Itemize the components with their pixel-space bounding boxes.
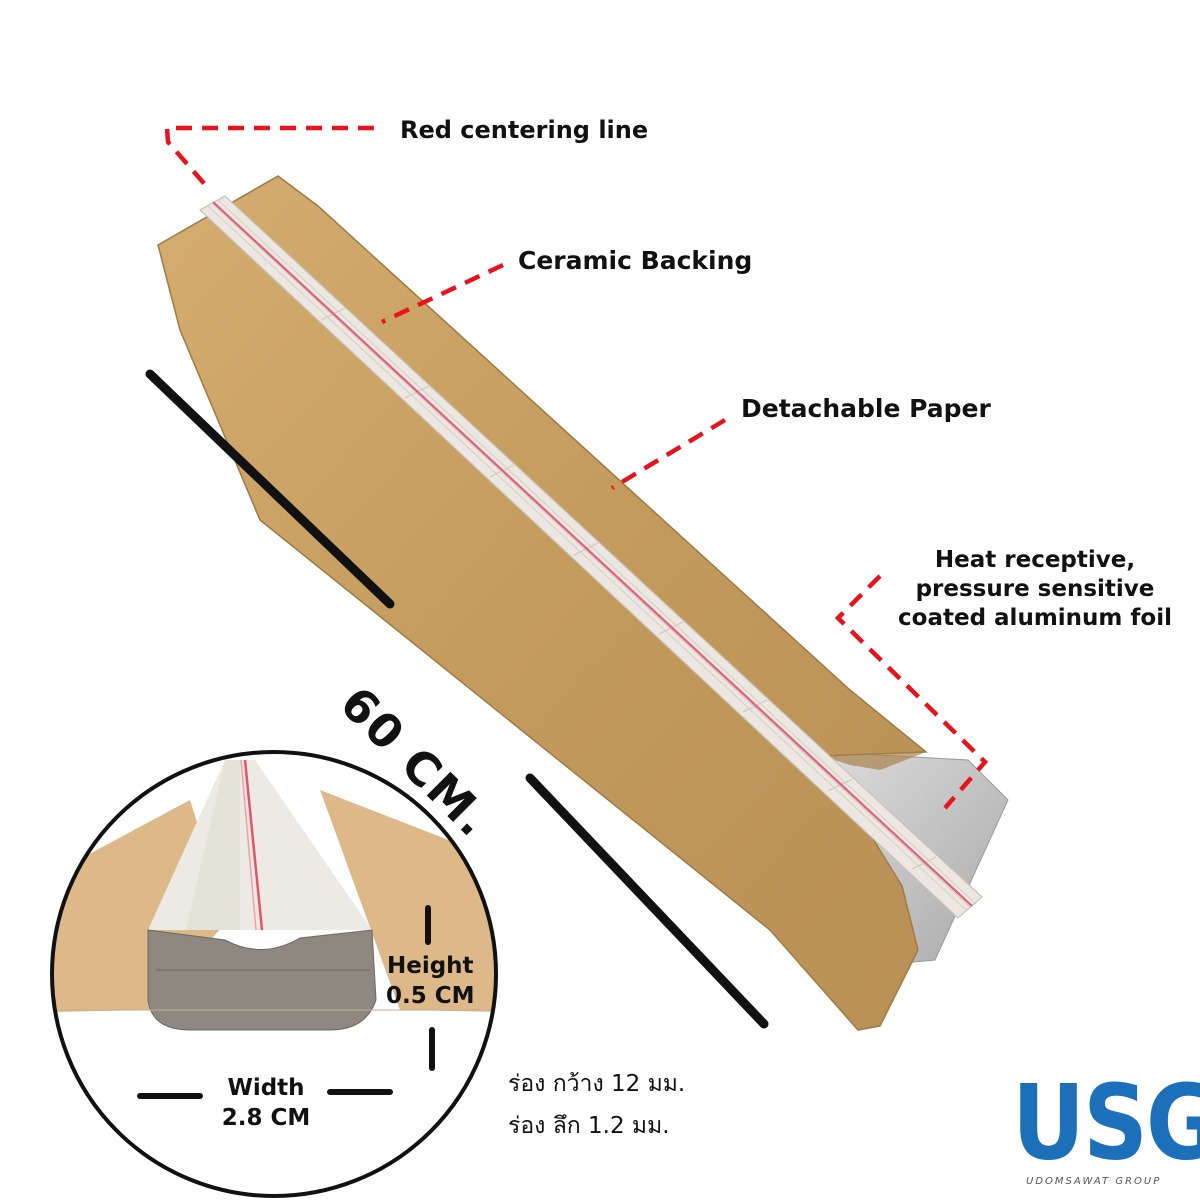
label-aluminum-foil: Heat receptive, pressure sensitive coate…: [880, 546, 1190, 632]
ceramic-profile: [147, 929, 377, 1031]
detachable-paper: [157, 175, 929, 1031]
label-red-centering-line: Red centering line: [400, 116, 649, 144]
detail-circle-border: [50, 750, 498, 1198]
label-foil-line-3: coated aluminum foil: [898, 604, 1172, 631]
label-detachable-paper: Detachable Paper: [741, 394, 991, 423]
height-dimension: [425, 905, 435, 1071]
leader-ceramic-backing: [381, 262, 504, 325]
backing-tape-strip: [157, 175, 1009, 1031]
label-width-value: 2.8 CM: [221, 1104, 311, 1131]
leader-centering-line: [164, 125, 374, 190]
usg-logo-tagline: UDOMSAWAT GROUP: [1026, 1176, 1162, 1187]
note-groove-width: ร่อง กว้าง 12 มม.: [508, 1071, 686, 1097]
leader-detachable-paper: [610, 418, 727, 490]
label-ceramic-backing: Ceramic Backing: [518, 246, 753, 275]
cross-section-detail: [50, 750, 498, 1198]
ceramic-backing-strip: [198, 195, 983, 919]
width-dimension: [137, 1089, 393, 1099]
red-centering-line: [212, 201, 973, 907]
leader-aluminum-foil: [834, 574, 989, 810]
usg-logo: USG: [1012, 1062, 1200, 1184]
label-height-value: 0.5 CM: [386, 982, 475, 1009]
label-foil-line-2: pressure sensitive: [915, 575, 1155, 602]
label-width: Width 2.8 CM: [210, 1074, 322, 1134]
note-groove-depth: ร่อง ลึก 1.2 มม.: [508, 1113, 670, 1139]
label-height: Height 0.5 CM: [386, 952, 475, 1012]
label-width-title: Width: [227, 1075, 305, 1101]
length-dimension-line: [145, 369, 769, 1029]
label-height-title: Height: [386, 953, 474, 979]
label-foil-line-1: Heat receptive,: [934, 547, 1136, 573]
